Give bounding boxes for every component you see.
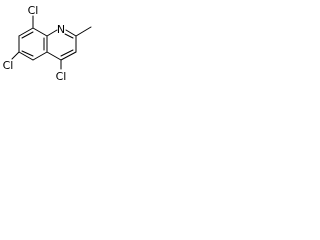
bond-c8a-n1	[46, 29, 58, 37]
bond-n1-c2-inner	[64, 33, 74, 39]
bond-c4-c4a	[46, 51, 62, 61]
bond-c2-methyl	[75, 26, 92, 37]
quinoline-structure: Cl N Cl Cl	[3, 4, 92, 83]
atom-label-cl6: Cl	[3, 59, 14, 72]
atom-label-n1: N	[57, 23, 65, 36]
atom-label-cl4: Cl	[56, 70, 67, 83]
bond-c6-cl	[11, 51, 20, 60]
bond-c8-c7	[18, 27, 34, 37]
bond-c3-c4-inner	[60, 49, 74, 57]
bond-c5-c4a	[32, 51, 48, 61]
bond-c3-c4	[60, 51, 77, 61]
atom-label-cl8: Cl	[28, 4, 39, 17]
bond-c6-c5	[18, 51, 34, 61]
bond-c6-c5-inner	[21, 50, 34, 57]
bond-n1-c2	[65, 29, 77, 37]
bond-c8a-c8	[32, 27, 48, 37]
bond-c8-c7-inner	[21, 31, 34, 39]
